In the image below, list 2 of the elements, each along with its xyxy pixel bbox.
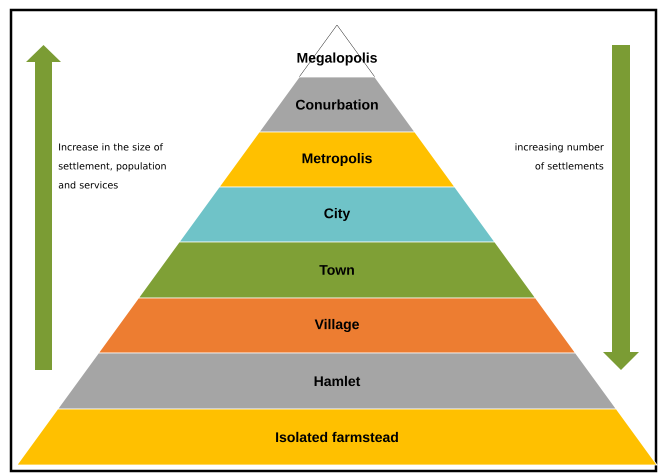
side-note: increasing number of settlements [516, 143, 604, 170]
side-note: Increase in the size of settlement, population and services [58, 143, 166, 189]
